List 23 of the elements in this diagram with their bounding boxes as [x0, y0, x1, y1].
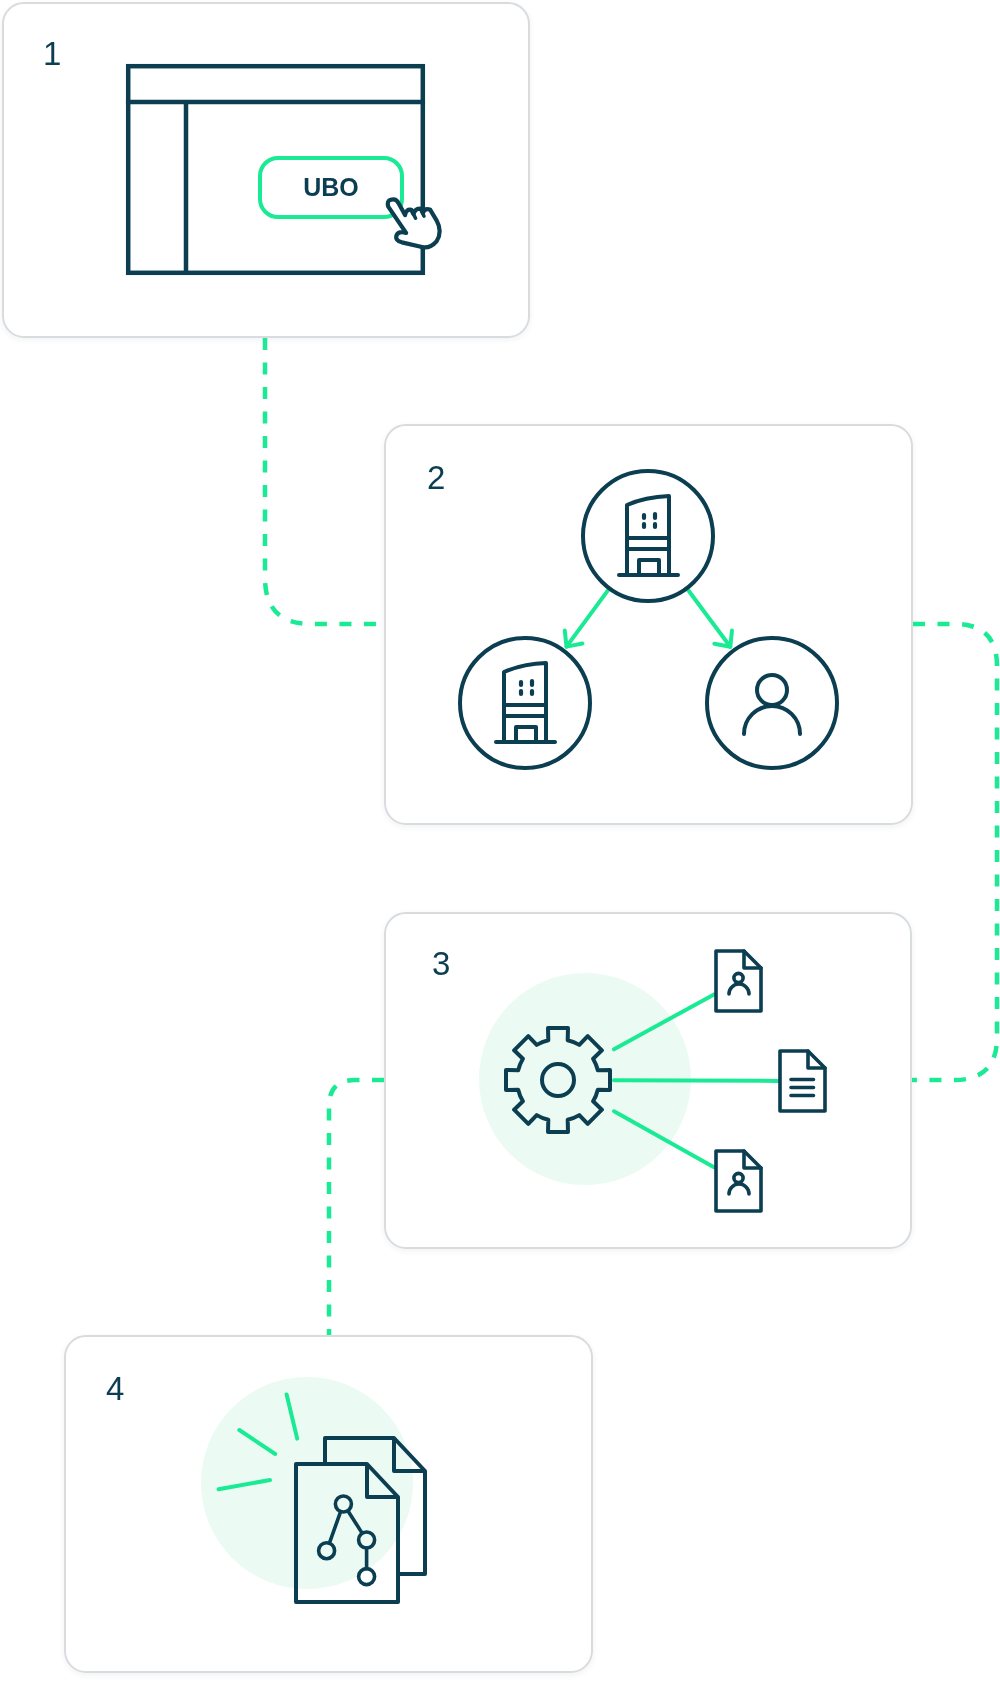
building-icon — [458, 636, 592, 770]
connector-line — [612, 1109, 716, 1170]
dashed-connector — [912, 621, 1000, 1083]
ubo-button: UBO — [258, 156, 404, 219]
step-card — [384, 912, 912, 1249]
arrow — [685, 587, 734, 649]
building-icon — [581, 469, 715, 603]
arrow — [562, 587, 611, 649]
connector-line — [612, 1078, 780, 1083]
dashed-connector — [326, 1077, 384, 1335]
step-number: 1 — [43, 37, 62, 70]
step-number: 2 — [427, 461, 446, 494]
step-number: 3 — [432, 947, 451, 980]
gear-icon — [502, 1024, 614, 1136]
connector-line — [612, 992, 716, 1052]
step-card — [64, 1335, 593, 1673]
person-icon — [705, 636, 839, 770]
step-card — [2, 2, 530, 338]
step-number: 4 — [106, 1372, 125, 1405]
step-card — [384, 424, 913, 825]
person-document-icon — [714, 949, 763, 1013]
text-document-icon — [778, 1049, 827, 1113]
person-document-icon — [714, 1149, 763, 1213]
